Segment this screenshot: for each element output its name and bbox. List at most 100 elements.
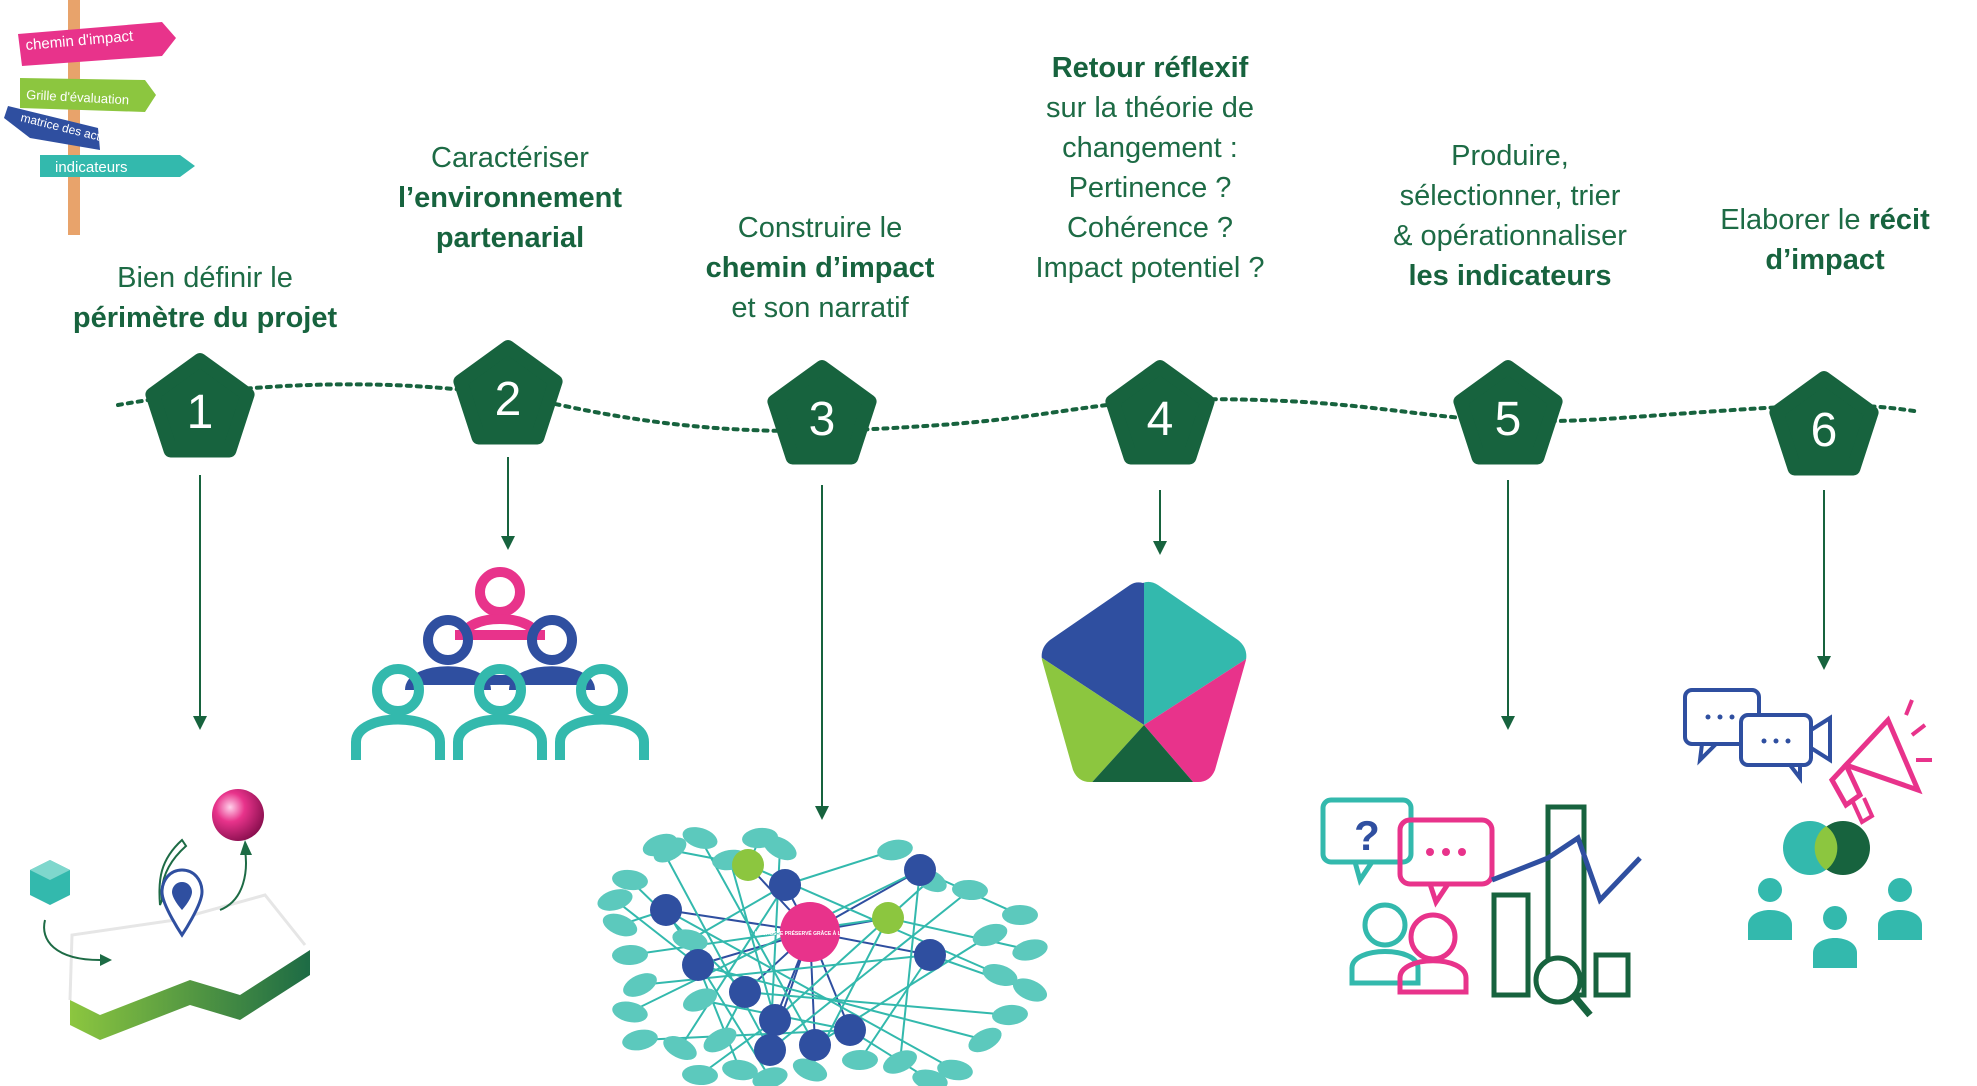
mindmap-node (650, 894, 682, 926)
step-6-line-2: d’impact (1765, 244, 1885, 276)
step-number-1: 1 (187, 386, 214, 439)
mindmap-leaf (1012, 978, 1048, 1002)
step-5-line-4: les indicateurs (1408, 260, 1612, 292)
mindmap-leaf (682, 827, 718, 849)
step-6-line-1: Elaborer le récit (1720, 204, 1930, 236)
step-text-4: Retour réflexif sur la théorie de changeme… (985, 48, 1315, 288)
mindmap-node (914, 939, 946, 971)
mindmap-leaf (752, 1067, 788, 1086)
step-badge-6: 6 (1769, 371, 1879, 476)
mindmap-node (729, 976, 761, 1008)
step-text-1: Bien définir le périmètre du projet (40, 258, 370, 338)
step-3-line-3: et son narratif (731, 292, 909, 324)
mindmap-leaf (763, 835, 797, 861)
step-1-line-2: périmètre du projet (72, 302, 338, 334)
step-arrows (193, 457, 1831, 820)
question-mark: ? (1354, 812, 1380, 859)
mindmap-node (682, 949, 714, 981)
step-text-6: Elaborer le récit d’impact (1665, 200, 1977, 280)
mindmap-leaf (883, 1050, 917, 1074)
step-4-line-1: Retour réflexif (1051, 52, 1249, 84)
mindmap-leaf (642, 833, 678, 857)
step-text-5: Produire, sélectionner, trier & opérationn… (1325, 136, 1695, 296)
mindmap-node (754, 1034, 786, 1066)
step-1-line-1: Bien définir le (117, 262, 293, 294)
mindmap-node (834, 1014, 866, 1046)
mindmap-leaf (982, 963, 1018, 987)
mindmap-node (759, 1004, 791, 1036)
pentagon-icon (1041, 581, 1247, 782)
step-2-line-3: partenarial (435, 222, 585, 254)
step-4-line-4: Pertinence ? (1068, 172, 1232, 204)
step-badge-2: 2 (453, 340, 563, 445)
step-4-line-5: Cohérence ? (1066, 212, 1234, 244)
mindmap-icon: LE CAUSSE PRÉSERVÉ GRÂCE À L'ÉLEVAGE (597, 827, 1048, 1086)
signpost-icon: chemin d'impact Grille d'évaluation matr… (4, 0, 195, 235)
mindmap-leaf (682, 1064, 718, 1086)
map-path-icon (30, 789, 310, 1040)
step-arrow-head-6 (1817, 656, 1831, 670)
step-5-line-2: sélectionner, trier (1399, 180, 1621, 212)
indicators-icon: ? (1320, 797, 1642, 1018)
mindmap-node (769, 869, 801, 901)
mindmap-leaf (672, 929, 708, 951)
step-5-line-3: & opérationnaliser (1393, 220, 1627, 252)
timeline-dotted-line (116, 382, 1922, 433)
step-3-line-2: chemin d’impact (705, 252, 935, 284)
step-number-5: 5 (1495, 393, 1522, 446)
mindmap-leaf (623, 973, 657, 997)
mindmap-leaf (992, 1004, 1028, 1026)
step-number-4: 4 (1147, 393, 1174, 446)
mindmap-leaf (792, 1058, 828, 1082)
step-badges: 1 2 3 4 5 6 (145, 340, 1879, 476)
mindmap-node (872, 902, 904, 934)
step-arrow-head-1 (193, 716, 207, 730)
step-badge-5: 5 (1453, 360, 1563, 465)
step-4-line-6: Impact potentiel ? (1035, 252, 1265, 284)
mindmap-leaf (1002, 905, 1038, 925)
mindmap-leaf (682, 988, 718, 1012)
mindmap-leaf (663, 1036, 697, 1060)
step-number-6: 6 (1811, 404, 1838, 457)
signpost-label-4: indicateurs (55, 159, 128, 176)
story-icon (1683, 688, 1932, 968)
mindmap-leaf (952, 879, 988, 901)
step-arrow-head-5 (1501, 716, 1515, 730)
step-text-2: Caractériser l’environnement partenarial (360, 138, 660, 258)
mindmap-leaf (968, 1027, 1002, 1053)
mindmap-leaf (602, 913, 638, 937)
mindmap-leaf (877, 839, 913, 861)
mindmap-leaf (912, 1069, 948, 1086)
step-number-2: 2 (495, 373, 522, 426)
signpost-label-2: Grille d'évaluation (26, 87, 130, 107)
step-5-line-1: Produire, (1451, 140, 1569, 172)
mindmap-leaf (597, 889, 633, 911)
step-2-line-1: Caractériser (431, 142, 589, 174)
mindmap-leaf (722, 1059, 758, 1081)
mindmap-leaf (612, 869, 648, 891)
mindmap-leaf (703, 1027, 737, 1053)
step-arrow-head-2 (501, 536, 515, 550)
mindmap-leaf (622, 1029, 658, 1051)
step-arrow-head-3 (815, 806, 829, 820)
mindmap-node (732, 849, 764, 881)
step-badge-3: 3 (767, 360, 877, 465)
people-hierarchy-icon (351, 567, 649, 760)
step-text-3: Construire le chemin d’impact et son narra… (670, 208, 970, 328)
mindmap-node (904, 854, 936, 886)
mindmap-leaf (937, 1059, 973, 1081)
step-4-line-2: sur la théorie de (1046, 92, 1254, 124)
mindmap-leaf (1012, 939, 1048, 961)
step-arrow-head-4 (1153, 541, 1167, 555)
step-2-line-2: l’environnement (398, 182, 622, 214)
mindmap-node (799, 1029, 831, 1061)
mindmap-center-label: LE CAUSSE PRÉSERVÉ GRÂCE À L'ÉLEVAGE (755, 929, 866, 937)
step-badge-1: 1 (145, 353, 255, 458)
mindmap-leaf (972, 923, 1008, 947)
mindmap-leaf (612, 1001, 648, 1023)
step-3-line-1: Construire le (737, 212, 903, 244)
step-4-line-3: changement : (1062, 132, 1238, 164)
step-badge-4: 4 (1105, 360, 1215, 465)
step-number-3: 3 (809, 393, 836, 446)
